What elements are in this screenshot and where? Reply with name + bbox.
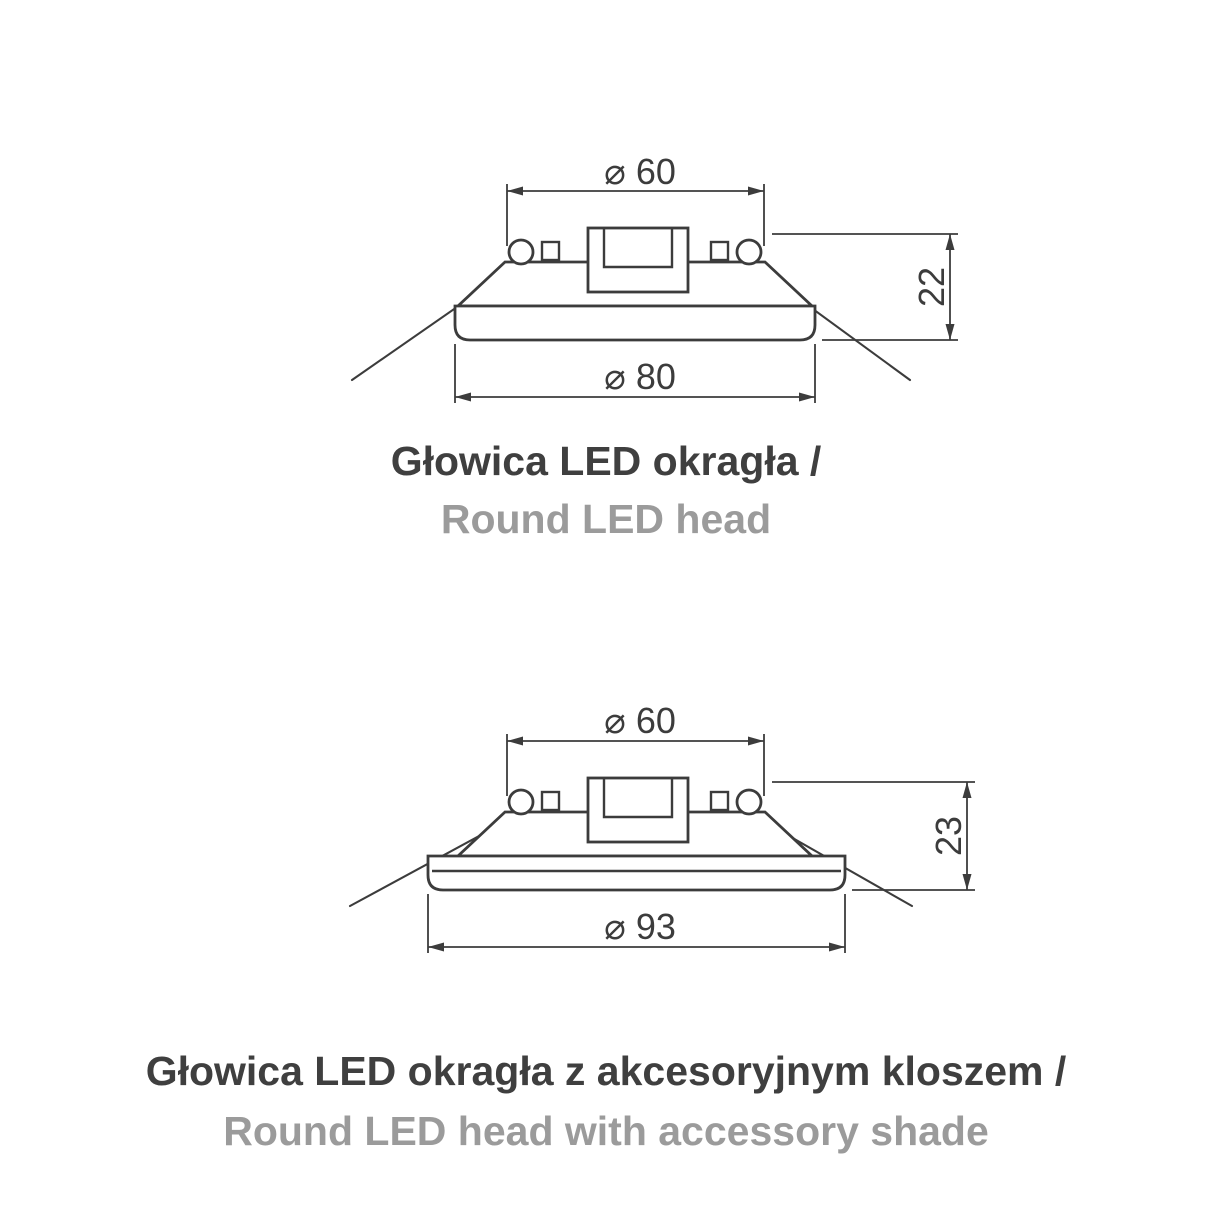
figure1-caption-secondary: Round LED head <box>440 496 772 542</box>
dimension-arrow-icon <box>829 942 845 952</box>
figure1-height-dimension <box>772 233 958 341</box>
figure1-bottom-diameter-label: ⌀ 80 <box>604 356 676 397</box>
right-spring-mount <box>735 788 763 816</box>
figure1-bottom-diameter-dimension <box>454 344 816 403</box>
housing-inner-detail <box>602 229 674 269</box>
dimension-arrow-icon <box>507 736 523 746</box>
dimension-arrow-icon <box>945 234 955 250</box>
figure2-fixture-cross-section <box>348 776 914 908</box>
dimension-arrow-icon <box>428 942 444 952</box>
dimension-arrow-icon <box>799 392 815 402</box>
figure2-height-dimension <box>772 781 975 891</box>
dimension-arrow-icon <box>748 736 764 746</box>
figure2-top-diameter-label: ⌀ 60 <box>604 700 676 741</box>
right-clip-detail <box>709 790 730 812</box>
figure2-height-label: 23 <box>928 816 969 856</box>
figure1-technical-drawing: ⌀ 60 ⌀ 80 <box>350 151 958 403</box>
dimension-arrow-icon <box>945 324 955 340</box>
dimension-arrow-icon <box>962 874 972 890</box>
left-spring-mount <box>507 788 535 816</box>
figure2-caption-primary: Głowica LED okragła z akcesoryjnym klosz… <box>145 1048 1067 1094</box>
figure2-bottom-diameter-label: ⌀ 93 <box>604 906 676 947</box>
housing-inner-detail <box>602 779 674 819</box>
dimension-arrow-icon <box>507 186 523 196</box>
figure2-technical-drawing: ⌀ 60 ⌀ 93 <box>348 700 975 953</box>
fixture-flange-with-shade <box>426 854 847 892</box>
dimension-arrow-icon <box>962 782 972 798</box>
figure2-caption-secondary: Round LED head with accessory shade <box>223 1108 989 1154</box>
figure1-top-diameter-dimension <box>506 184 765 246</box>
left-clip-detail <box>540 790 561 812</box>
right-clip-detail <box>709 240 730 262</box>
fixture-flange <box>453 304 817 342</box>
left-clip-detail <box>540 240 561 262</box>
figure2-top-diameter-dimension <box>506 734 765 796</box>
figure1-height-label: 22 <box>911 267 952 307</box>
figure1-fixture-cross-section <box>350 226 912 382</box>
dimension-arrow-icon <box>455 392 471 402</box>
figure1-top-diameter-label: ⌀ 60 <box>604 151 676 192</box>
right-spring-mount <box>735 238 763 266</box>
figure1-caption-primary: Głowica LED okragła / <box>390 438 822 484</box>
left-spring-mount <box>507 238 535 266</box>
dimension-arrow-icon <box>748 186 764 196</box>
figure2-bottom-diameter-dimension <box>427 894 846 953</box>
